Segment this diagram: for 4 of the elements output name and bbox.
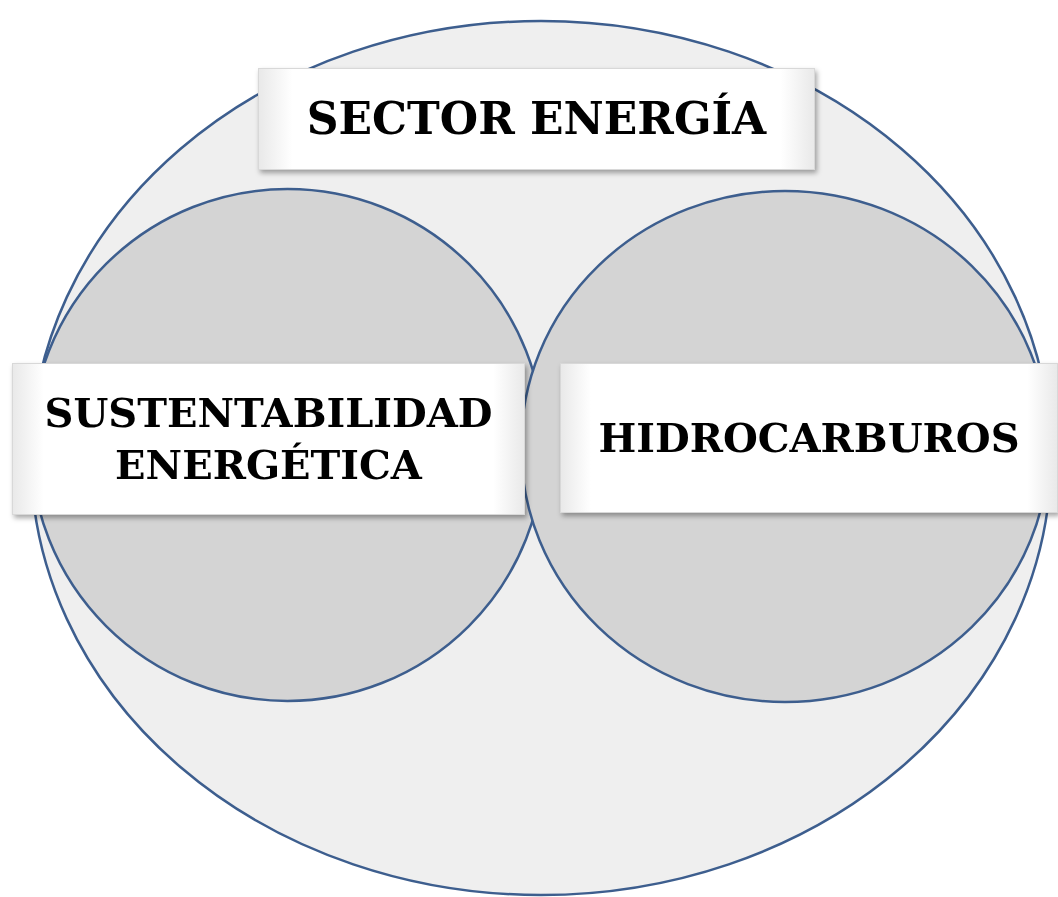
box-label: HIDROCARBUROS	[598, 413, 1020, 463]
label-box	[258, 68, 815, 170]
box-label: SUSTENTABILIDAD ENERGÉTICA	[43, 388, 494, 490]
box-label: SECTOR ENERGÍA	[306, 91, 767, 147]
